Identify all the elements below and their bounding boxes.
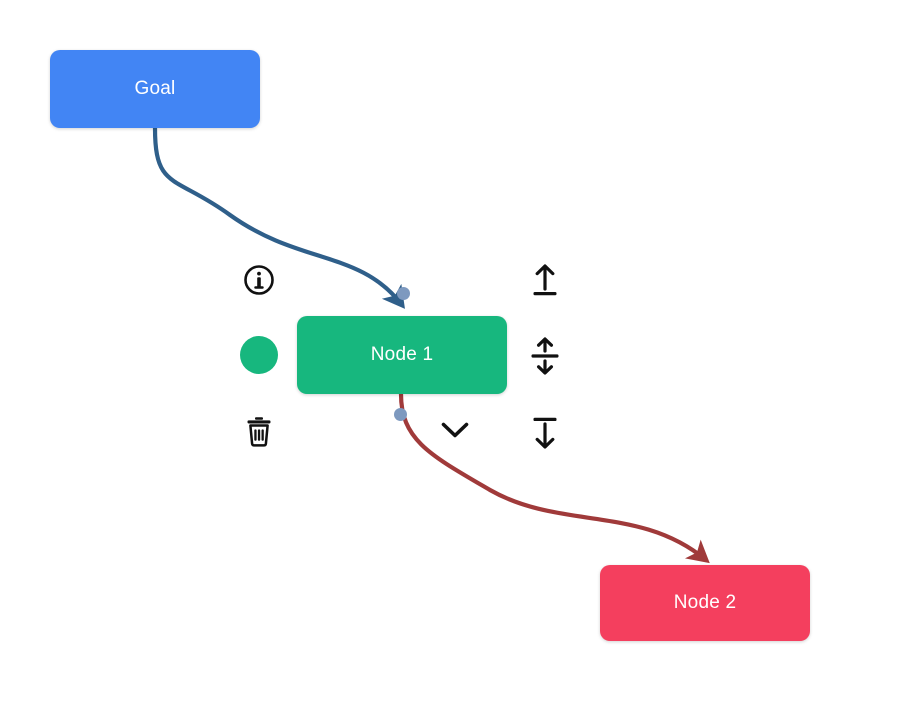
node-node-2-label: Node 2 bbox=[673, 592, 737, 613]
edge-goal-to-node1[interactable] bbox=[152, 125, 405, 309]
source-handle[interactable] bbox=[394, 408, 407, 421]
node-goal[interactable]: Goal bbox=[50, 50, 260, 128]
align-middle-button[interactable] bbox=[525, 336, 565, 376]
align-bottom-icon bbox=[533, 417, 557, 449]
node-node-1-label: Node 1 bbox=[370, 344, 434, 365]
node-node-2[interactable]: Node 2 bbox=[600, 565, 810, 641]
info-button[interactable] bbox=[240, 261, 278, 299]
node-node-1[interactable]: Node 1 bbox=[297, 316, 507, 394]
align-top-icon bbox=[533, 264, 557, 296]
align-middle-icon bbox=[531, 337, 559, 375]
node-goal-label: Goal bbox=[134, 78, 176, 99]
delete-button[interactable] bbox=[240, 412, 278, 450]
info-circle-icon bbox=[244, 265, 274, 295]
trash-icon bbox=[247, 417, 271, 447]
target-handle[interactable] bbox=[397, 287, 410, 300]
chevron-down-icon bbox=[441, 422, 469, 438]
expand-button[interactable] bbox=[437, 415, 473, 445]
color-swatch-button[interactable] bbox=[240, 336, 278, 374]
align-top-button[interactable] bbox=[525, 261, 565, 301]
align-bottom-button[interactable] bbox=[525, 412, 565, 452]
